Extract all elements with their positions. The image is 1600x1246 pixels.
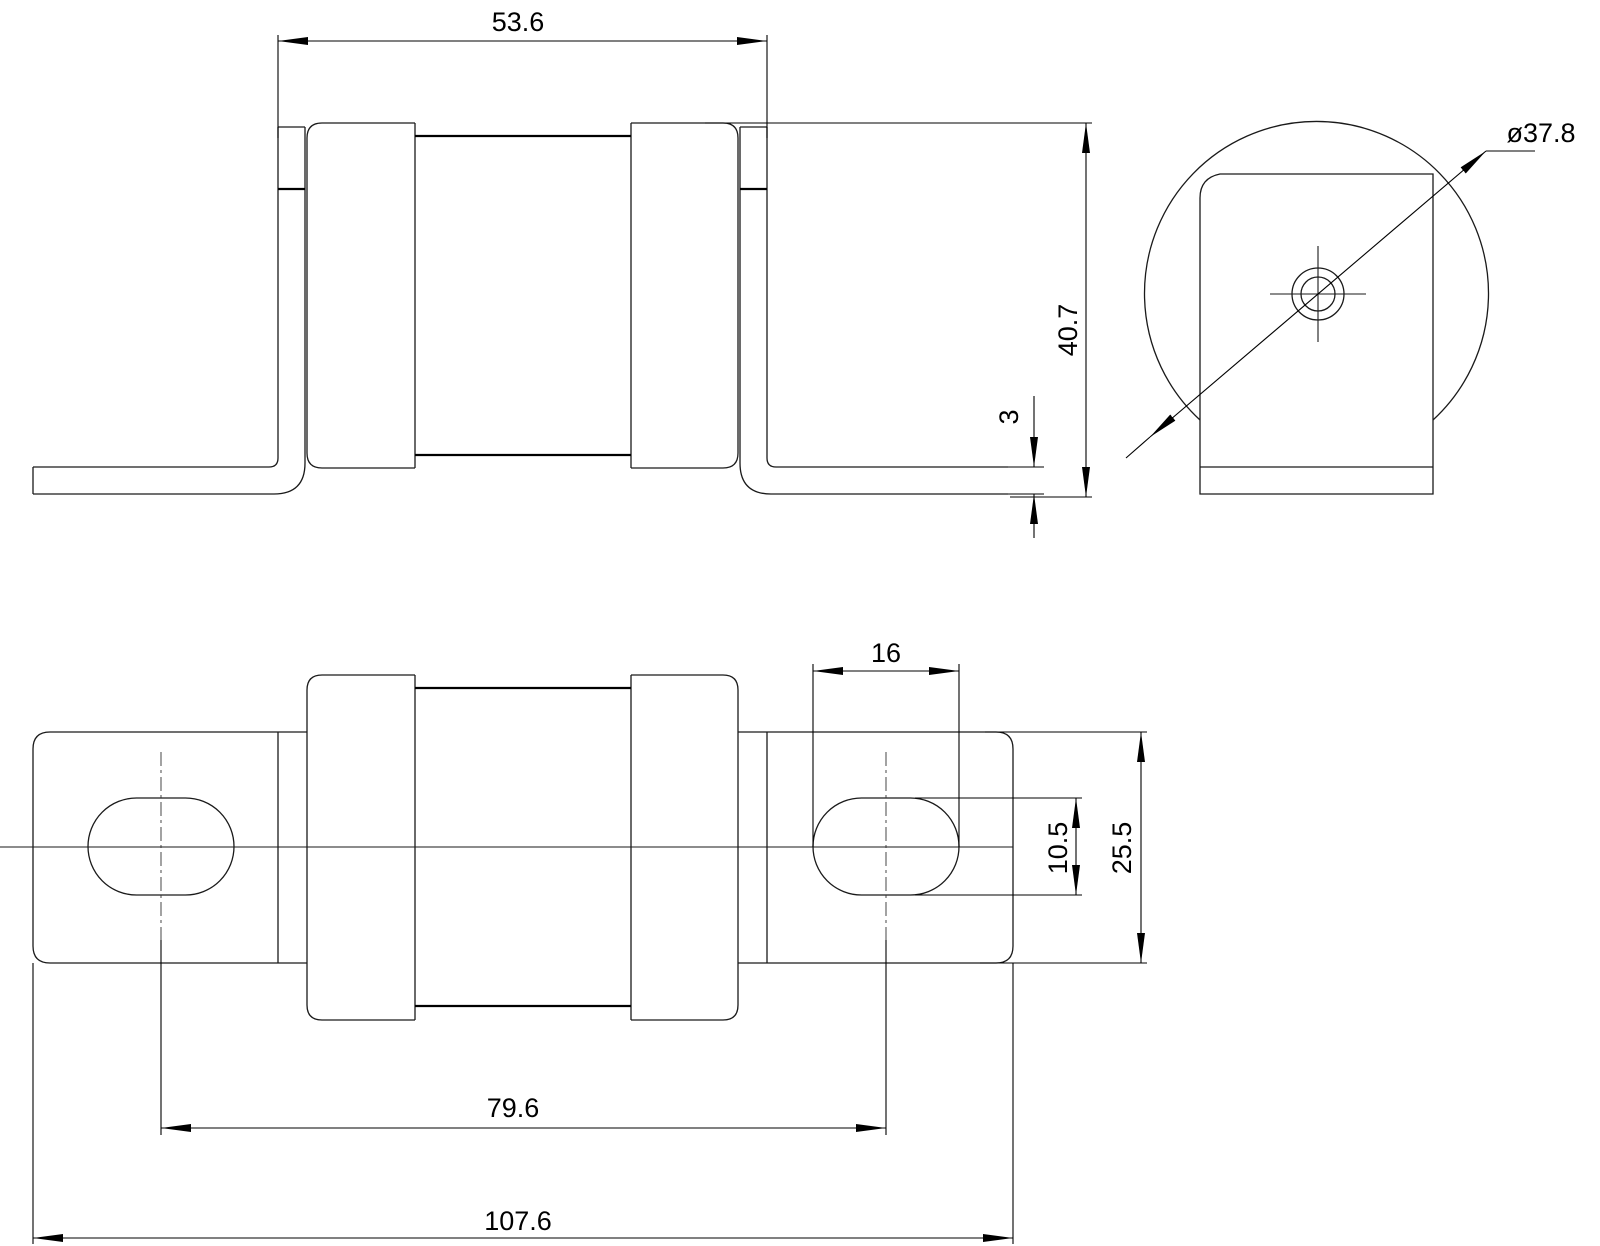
dim-tab-width: 25.5 [980, 731, 1147, 964]
end-view [1143, 120, 1490, 495]
dim-slot-length: 16 [812, 638, 960, 847]
dim-slot-length-label: 16 [871, 638, 901, 668]
dim-top-width: 53.6 [277, 7, 768, 138]
dim-slot-width-label: 10.5 [1043, 822, 1073, 875]
dim-tab-width-label: 25.5 [1107, 822, 1137, 875]
dim-diameter: ø37.8 [1125, 118, 1576, 459]
left-terminal-outer [33, 127, 279, 468]
left-end-cap [306, 122, 415, 469]
dim-slot-width: 10.5 [915, 797, 1082, 896]
right-terminal-inner [739, 127, 1008, 495]
top-view [0, 674, 1014, 1021]
side-view [32, 122, 1008, 495]
right-end-cap [631, 122, 739, 469]
dim-top-width-label: 53.6 [492, 7, 545, 37]
right-terminal-outer [766, 127, 1008, 468]
dim-diameter-label: ø37.8 [1506, 118, 1575, 148]
dim-hole-pitch-label: 79.6 [487, 1093, 540, 1123]
dim-tab-thickness-label: 3 [994, 409, 1024, 424]
dim-height-label: 40.7 [1053, 304, 1083, 357]
dim-overall-length-label: 107.6 [484, 1206, 552, 1236]
dim-height: 40.7 [705, 122, 1092, 498]
end-cap-circle [1143, 120, 1490, 421]
dim-overall-length: 107.6 [32, 963, 1014, 1244]
dim-hole-pitch: 79.6 [160, 940, 887, 1135]
terminal-blade [1199, 173, 1434, 495]
left-terminal-inner [33, 127, 306, 495]
dim-tab-thickness: 3 [994, 396, 1044, 538]
